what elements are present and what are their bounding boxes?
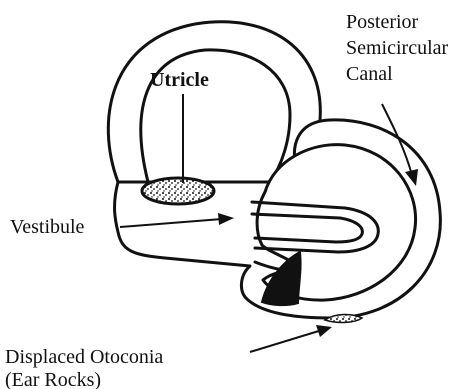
posterior-label-line3: Canal bbox=[346, 63, 393, 85]
utricle-shape bbox=[142, 178, 214, 204]
otoconia-label-line1: Displaced Otoconia bbox=[5, 346, 163, 368]
otoconia-arrowhead bbox=[316, 325, 332, 337]
utricle-label: Utricle bbox=[150, 69, 209, 91]
posterior-label-line2: Semicircular bbox=[346, 37, 449, 59]
vestibule-label: Vestibule bbox=[10, 216, 85, 238]
otoconia-label-line2: (Ear Rocks) bbox=[5, 369, 101, 389]
superior-canal-outer bbox=[108, 22, 320, 182]
posterior-label-line1: Posterior bbox=[346, 11, 419, 33]
otoconia-arrow bbox=[250, 330, 322, 352]
